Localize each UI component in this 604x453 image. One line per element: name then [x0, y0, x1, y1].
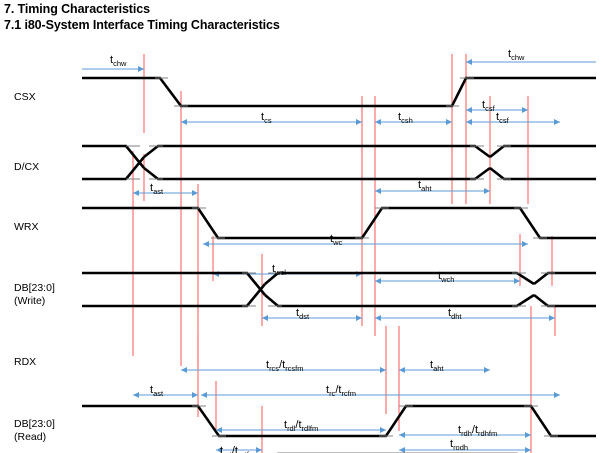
waveform-rdx — [82, 404, 596, 438]
svg-text:taht: taht — [430, 359, 444, 373]
timing-label-t-rat-ratfm: trat/tratfm — [220, 445, 255, 453]
wrx-timing-arrows — [203, 241, 528, 284]
svg-text:tcsh: tcsh — [398, 111, 413, 125]
svg-text:trdh/trdhfm: trdh/trdhfm — [458, 424, 497, 438]
svg-text:tast: tast — [150, 182, 164, 196]
timing-label-t-dst: tdst — [296, 307, 310, 321]
signal-labels: CSX D/CX WRX DB[23:0] (Write) RDX DB[23:… — [14, 91, 55, 443]
svg-text:tast: tast — [150, 384, 164, 398]
signal-label-db-read-2: (Read) — [14, 431, 46, 443]
timing-label-t-aht-2: taht — [430, 359, 444, 373]
svg-text:twc: twc — [330, 233, 342, 247]
timing-label-t-csf-2: tcsf — [496, 111, 510, 125]
svg-text:trcs/trcsfm: trcs/trcsfm — [266, 359, 304, 373]
svg-text:tcsf: tcsf — [496, 111, 510, 125]
waveform-db-write — [82, 271, 596, 308]
svg-text:taht: taht — [418, 179, 432, 193]
timing-label-t-rodh: trodh — [450, 438, 468, 452]
timing-waveform-diagram: CSX D/CX WRX DB[23:0] (Write) RDX DB[23:… — [0, 36, 604, 453]
timing-label-t-ast-2: tast — [150, 384, 164, 398]
timing-label-t-wcl: twcl — [272, 263, 286, 277]
timing-label-t-chw-1: tchw — [110, 54, 127, 68]
signal-label-csx: CSX — [14, 91, 36, 103]
timing-label-t-wc: twc — [330, 233, 342, 247]
signal-label-wrx: WRX — [14, 221, 39, 233]
svg-text:tdht: tdht — [448, 307, 462, 321]
rdx-timing-arrows — [216, 427, 531, 453]
waveform-svg: CSX D/CX WRX DB[23:0] (Write) RDX DB[23:… — [14, 48, 596, 453]
timing-text-labels: tchw tchw tcs tcsh tcsf tcsf tast taht — [110, 48, 525, 453]
marker-lines — [132, 54, 556, 453]
waveform-csx — [82, 76, 596, 108]
svg-text:tcs: tcs — [261, 111, 272, 125]
timing-label-t-rc-rcfm: trc/trcfm — [326, 384, 356, 398]
timing-label-t-csf-1: tcsf — [482, 99, 496, 113]
svg-text:trc/trcfm: trc/trcfm — [326, 384, 356, 398]
timing-label-t-aht-1: taht — [418, 179, 432, 193]
svg-text:tdst: tdst — [296, 307, 310, 321]
timing-label-t-rdl-rdlfm: trdl/trdlfm — [284, 419, 318, 433]
svg-text:trat/tratfm: trat/tratfm — [220, 445, 255, 453]
subsection-heading: 7.1 i80-System Interface Timing Characte… — [4, 18, 280, 32]
svg-text:tchw: tchw — [508, 48, 525, 62]
signal-label-db-read: DB[23:0] — [14, 418, 55, 430]
signal-label-dcx: D/CX — [14, 161, 39, 173]
svg-text:twcl: twcl — [272, 263, 286, 277]
signal-label-db-write: DB[23:0] — [14, 282, 55, 294]
timing-label-t-csh: tcsh — [398, 111, 413, 125]
svg-text:tcsf: tcsf — [482, 99, 496, 113]
timing-label-t-rcs-rcsfm: trcs/trcsfm — [266, 359, 304, 373]
signal-label-rdx: RDX — [14, 356, 36, 368]
timing-label-t-chw-2: tchw — [508, 48, 525, 62]
dcx-timing-arrows — [133, 188, 490, 196]
rdx-top-arrows — [133, 367, 560, 398]
timing-label-t-cs: tcs — [261, 111, 272, 125]
timing-label-t-ast-1: tast — [150, 182, 164, 196]
csx-timing-arrows — [82, 59, 596, 125]
section-heading: 7. Timing Characteristics — [4, 2, 150, 16]
waveform-dcx — [82, 144, 596, 181]
timing-label-t-rdh-rdhfm: trdh/trdhfm — [458, 424, 497, 438]
svg-text:trodh: trodh — [450, 438, 468, 452]
svg-text:tchw: tchw — [110, 54, 127, 68]
svg-text:trdl/trdlfm: trdl/trdlfm — [284, 419, 318, 433]
timing-label-t-dht: tdht — [448, 307, 462, 321]
waveform-wrx — [82, 206, 596, 240]
signal-label-db-write-2: (Write) — [14, 295, 45, 307]
